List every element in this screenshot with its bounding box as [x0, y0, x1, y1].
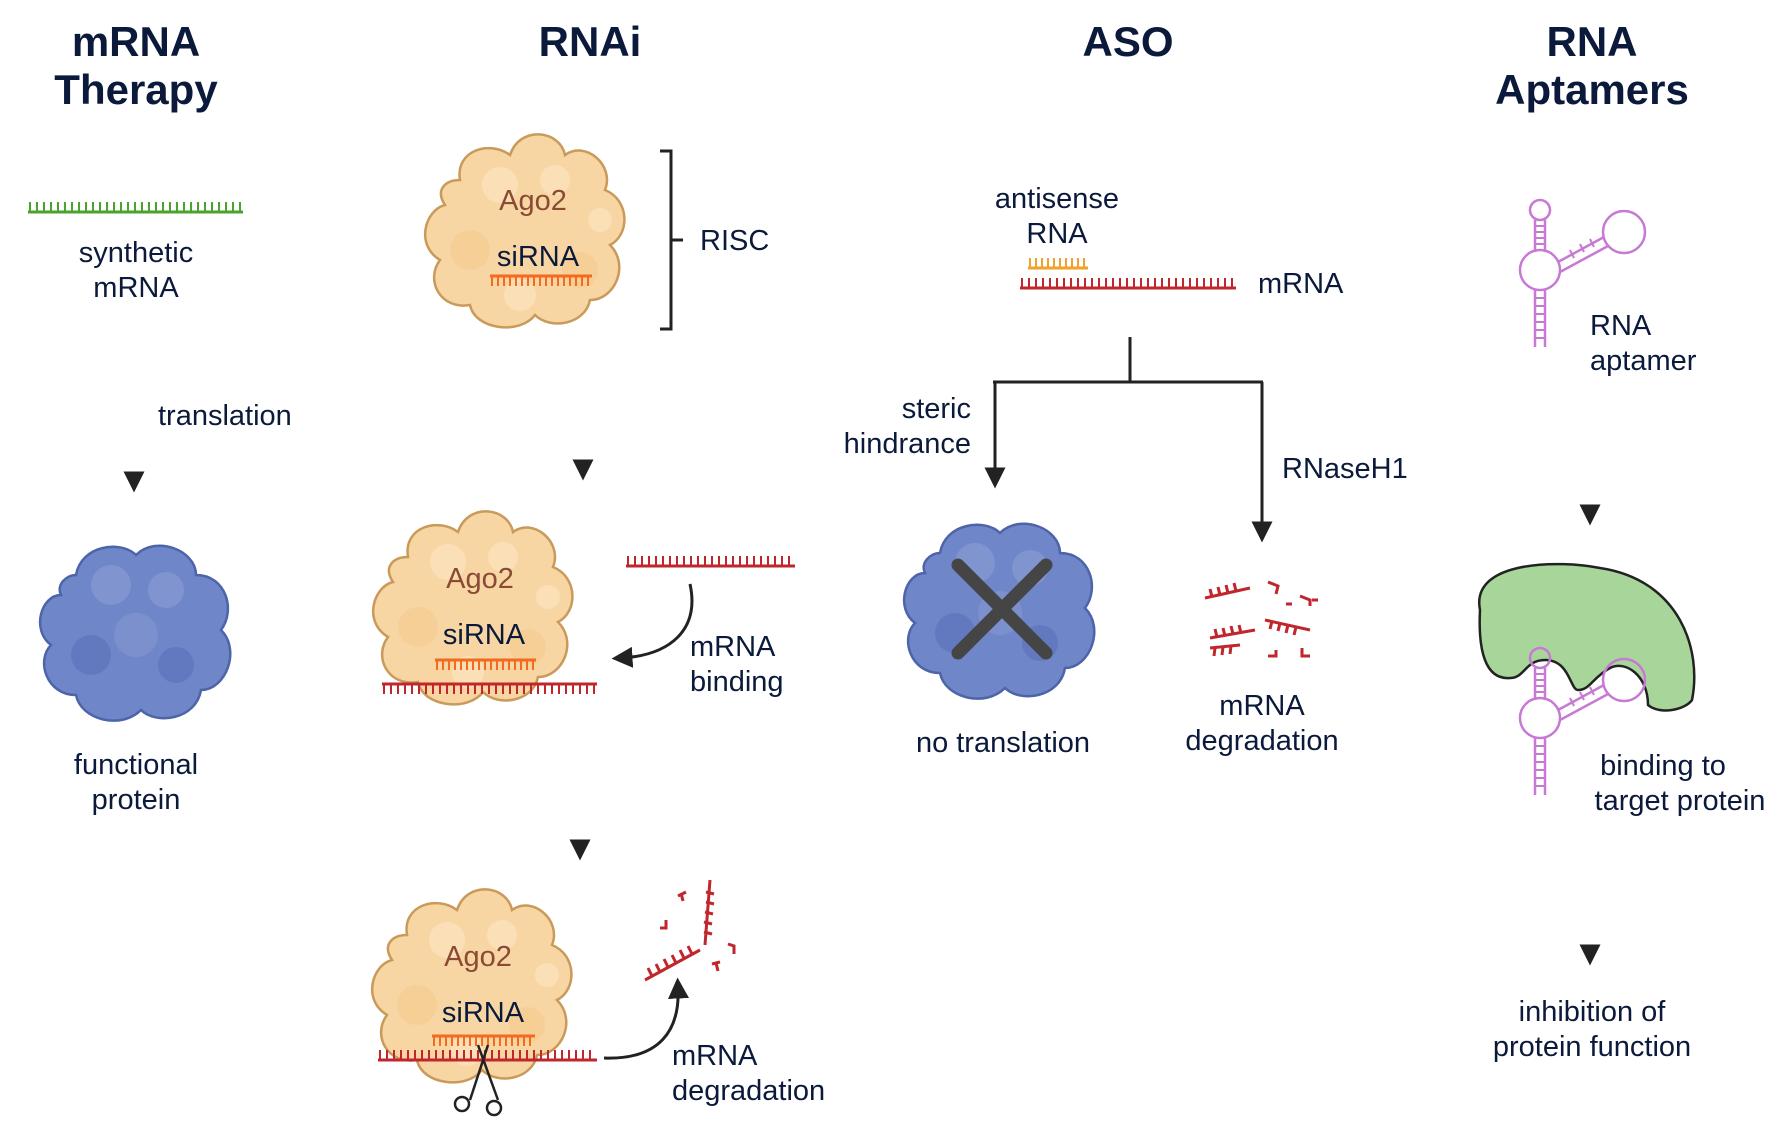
risc-label: RISC — [700, 225, 769, 257]
ago2-label-1: Ago2 — [499, 185, 567, 217]
inhibition-label-line2: protein function — [1493, 1031, 1691, 1063]
mrna-binding-arrow — [611, 583, 694, 668]
antisense-rna-strand — [1028, 258, 1088, 270]
rnai-column: RNAi Ago2 siRNA RISC Ago2 siRNA mRNA bin… — [370, 18, 825, 1117]
binding-target-label-line1: binding to — [1600, 750, 1726, 782]
functional-protein-icon — [38, 544, 232, 722]
rna-aptamers-title-line2: Aptamers — [1495, 66, 1689, 113]
sirna-label-1: siRNA — [497, 241, 580, 273]
mrna-binding-label-line1: mRNA — [690, 631, 776, 663]
binding-target-label-line2: target protein — [1595, 785, 1766, 817]
no-translation-label: no translation — [916, 727, 1090, 759]
free-mrna-strand — [626, 556, 795, 568]
antisense-rna-label-line1: antisense — [995, 183, 1119, 215]
sirna-strand-3 — [432, 1034, 535, 1046]
steric-hindrance-label-line2: hindrance — [844, 428, 971, 460]
rna-aptamer-label-line1: RNA — [1590, 310, 1652, 342]
synthetic-mrna-label-line1: synthetic — [79, 237, 193, 269]
translation-label: translation — [158, 400, 292, 432]
cleaved-mrna-strand — [378, 1050, 597, 1062]
ago2-label-2: Ago2 — [446, 563, 514, 595]
rna-aptamers-title-line1: RNA — [1547, 18, 1638, 65]
aso-degraded-fragments — [1204, 580, 1318, 658]
rna-aptamer-label-line2: aptamer — [1590, 345, 1697, 377]
functional-protein-label-line1: functional — [74, 749, 198, 781]
bound-mrna-strand — [382, 682, 597, 694]
target-mrna-strand — [1020, 278, 1236, 290]
mrna-therapy-column: mRNA Therapy synthetic mRNA translation … — [28, 18, 292, 816]
steric-hindrance-label-line1: steric — [902, 393, 971, 425]
mrna-binding-label-line2: binding — [690, 666, 784, 698]
aso-mrna-degradation-label-line2: degradation — [1185, 725, 1338, 757]
target-mrna-label: mRNA — [1258, 268, 1344, 300]
sirna-strand-2 — [435, 658, 536, 670]
synthetic-mrna-label-line2: mRNA — [93, 272, 179, 304]
aso-column: ASO antisense RNA mRNA steric hindrance … — [844, 18, 1408, 759]
sirna-strand-1 — [490, 274, 592, 286]
rnaseh1-label: RNaseH1 — [1282, 453, 1408, 485]
mrna-therapy-title-line1: mRNA — [72, 18, 200, 65]
mrna-therapy-title-line2: Therapy — [54, 66, 218, 113]
mrna-degradation-arrow — [603, 977, 689, 1060]
functional-protein-label-line2: protein — [92, 784, 181, 816]
ago2-label-3: Ago2 — [444, 941, 512, 973]
target-protein-icon — [1478, 562, 1696, 712]
ago2-protein-icon — [371, 510, 574, 706]
mrna-degradation-label-line1: mRNA — [672, 1040, 758, 1072]
aso-branch-connector — [984, 337, 1273, 543]
aso-mrna-degradation-label-line1: mRNA — [1219, 690, 1305, 722]
antisense-rna-label-line2: RNA — [1026, 218, 1088, 250]
mrna-degradation-label-line2: degradation — [672, 1075, 825, 1107]
synthetic-mrna-strand — [28, 202, 243, 214]
sirna-label-3: siRNA — [442, 997, 525, 1029]
scissors-icon — [453, 1044, 503, 1117]
rnai-title: RNAi — [539, 18, 642, 65]
risc-bracket — [660, 149, 673, 331]
degraded-mrna-fragments — [644, 879, 736, 982]
rna-aptamers-column: RNA Aptamers RNA aptamer binding to targ… — [1478, 18, 1766, 1063]
sirna-label-2: siRNA — [443, 619, 526, 651]
aso-title: ASO — [1082, 18, 1173, 65]
no-translation-cross-icon — [951, 558, 1053, 660]
ago2-protein-icon — [423, 133, 626, 329]
inhibition-label-line1: inhibition of — [1519, 996, 1667, 1028]
